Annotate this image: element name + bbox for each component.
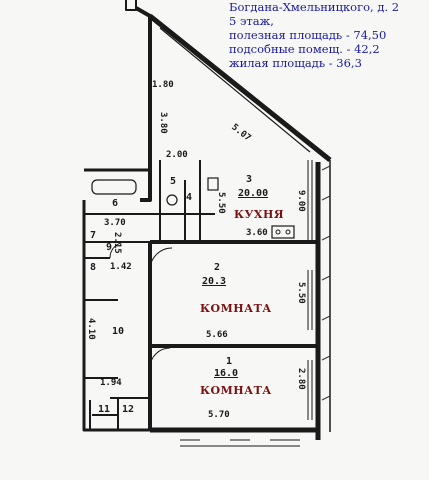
diagonal-exterior-wall-inner (159, 27, 311, 153)
stove-icon (271, 225, 295, 239)
dim-5-50: 5.50 (296, 282, 306, 304)
room7-number: 7 (90, 230, 97, 241)
room5-number: 5 (170, 176, 177, 187)
room1-area: 16.0 (214, 368, 239, 379)
useful-area-text: полезная площадь - 74,50 (229, 28, 387, 42)
dim-1-42: 1.42 (110, 262, 132, 272)
room11-number: 11 (98, 404, 111, 415)
door-swings (109, 241, 173, 369)
room2-label: КОМНАТА (200, 302, 272, 315)
room9-number: 9 (106, 242, 113, 253)
window-hatching (180, 160, 313, 447)
dim-5-50-top: 5.50 (216, 192, 226, 214)
sink-icon (207, 177, 219, 191)
bathtub-icon (91, 179, 137, 195)
dim-2-15: 2.15 (112, 232, 122, 254)
dim-5-66: 5.66 (206, 330, 228, 340)
dim-4-10: 4.10 (86, 318, 96, 340)
dim-1-80: 1.80 (152, 80, 174, 90)
room2-area: 20.3 (202, 276, 227, 287)
room8-number: 8 (90, 262, 97, 273)
diagonal-exterior-wall (148, 14, 332, 162)
room2-number: 2 (214, 262, 221, 273)
dim-3-60: 3.60 (246, 228, 268, 238)
hall-number: 10 (112, 326, 125, 337)
wc-walls (159, 160, 201, 240)
closet-walls (84, 299, 150, 430)
dim-1-94: 1.94 (100, 378, 122, 388)
room1-number: 1 (226, 356, 233, 367)
dim-9-00: 9.00 (296, 190, 306, 212)
room1-label: КОМНАТА (200, 384, 272, 397)
address-text: Богдана-Хмельницкого, д. 2 (229, 0, 400, 14)
dim-2-80: 2.80 (296, 368, 306, 390)
kitchen-label: КУХНЯ (234, 208, 285, 221)
info-block: Богдана-Хмельницкого, д. 2 5 этаж, полез… (229, 0, 427, 70)
auxiliary-area-text: подсобные помещ. - 42,2 (229, 42, 380, 56)
lower-left-wall (89, 400, 118, 430)
fixtures (91, 177, 295, 239)
living-area-text: жилая площадь - 36,3 (229, 56, 362, 70)
bath-number: 6 (112, 198, 119, 209)
walls (82, 0, 332, 440)
dim-2-00: 2.00 (166, 150, 188, 160)
kitchen-area: 20.00 (238, 188, 269, 199)
room12-number: 12 (122, 404, 135, 415)
corridor-wall (84, 241, 150, 259)
upper-left-wall (135, 6, 152, 202)
dim-3-80: 3.80 (158, 112, 168, 134)
kitchen-number: 3 (246, 174, 253, 185)
left-diagonal-wall (125, 0, 137, 11)
outer-hatching (321, 165, 331, 401)
wc-number: 4 (186, 192, 193, 203)
hall-left-wall (82, 200, 150, 432)
dim-5-70: 5.70 (208, 410, 230, 420)
dim-3-70: 3.70 (104, 218, 126, 228)
toilet-icon (166, 194, 178, 206)
floor-text: 5 этаж, (229, 14, 274, 28)
